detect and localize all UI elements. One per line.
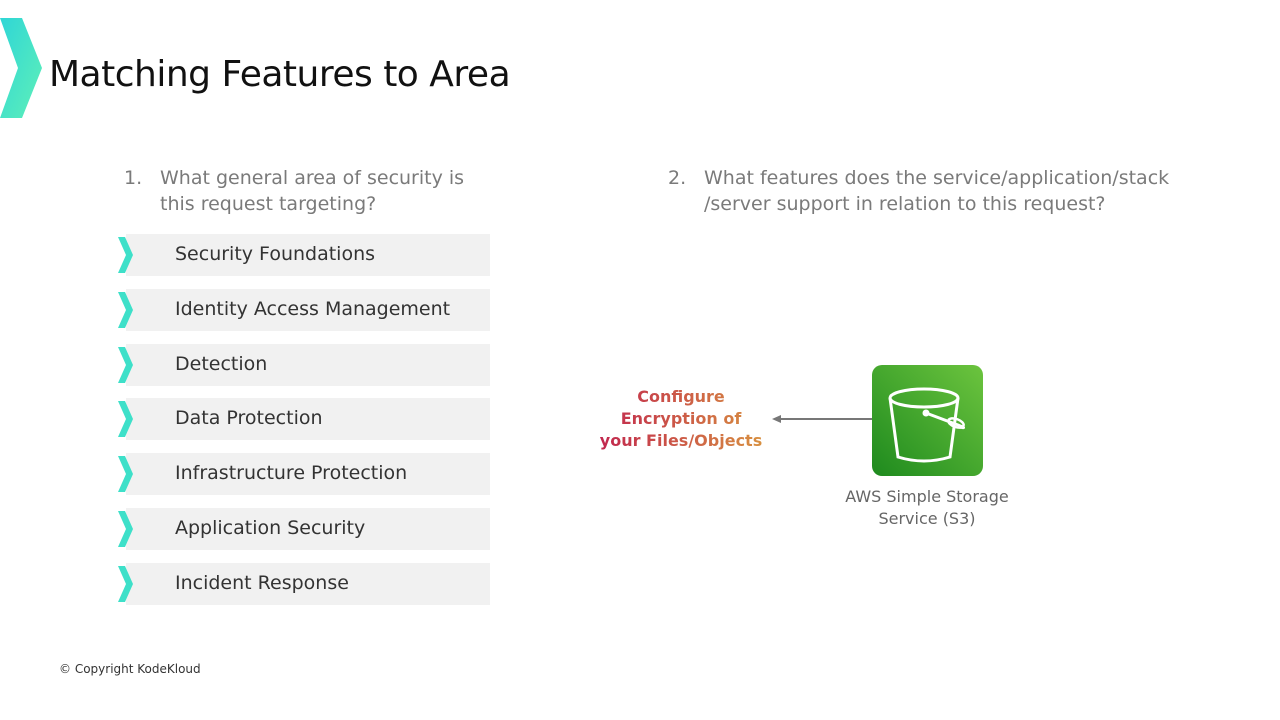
feature-line: Configure — [637, 387, 725, 406]
security-area-label: Security Foundations — [175, 243, 376, 265]
question-2-number: 2. — [668, 167, 687, 189]
chevron-icon — [118, 401, 133, 438]
feature-label: Configure Encryption of your Files/Objec… — [590, 386, 772, 452]
security-area-item: Identity Access Management — [118, 288, 490, 331]
security-area-item: Application Security — [118, 508, 490, 550]
chevron-icon — [118, 346, 133, 383]
s3-caption: AWS Simple Storage Service (S3) — [827, 486, 1027, 530]
security-area-item: Incident Response — [118, 562, 490, 605]
chevron-icon — [118, 565, 133, 602]
kodekloud-chevron-logo — [0, 18, 42, 118]
copyright: © Copyright KodeKloud — [59, 662, 201, 676]
s3-caption-line: AWS Simple Storage — [845, 487, 1009, 506]
chevron-icon — [118, 456, 133, 493]
security-area-item: Infrastructure Protection — [118, 453, 490, 496]
security-area-label: Identity Access Management — [175, 297, 451, 320]
security-area-label: Infrastructure Protection — [175, 462, 408, 485]
chevron-icon — [118, 511, 133, 547]
security-area-item: Security Foundations — [118, 234, 490, 276]
question-2-text: What features does the service/applicati… — [704, 167, 1170, 215]
feature-line: your Files/Objects — [599, 431, 763, 450]
s3-bucket-icon — [872, 365, 983, 476]
security-area-label: Incident Response — [175, 571, 349, 594]
chevron-icon — [118, 237, 133, 273]
s3-caption-line: Service (S3) — [878, 509, 976, 528]
security-area-item: Data Protection — [118, 398, 490, 441]
question-2: 2. What features does the service/applic… — [668, 165, 1208, 217]
security-area-item: Detection — [118, 343, 490, 386]
question-1: 1. What general area of security is this… — [124, 165, 484, 217]
question-1-number: 1. — [124, 167, 143, 189]
security-area-label: Application Security — [175, 517, 366, 539]
question-1-text: What general area of security is this re… — [160, 167, 465, 215]
page-title: Matching Features to Area — [49, 54, 511, 95]
arrow-left-icon — [772, 415, 872, 423]
security-area-label: Detection — [175, 352, 268, 375]
feature-line: Encryption of — [620, 409, 742, 428]
security-area-label: Data Protection — [175, 407, 323, 430]
chevron-icon — [118, 291, 133, 328]
